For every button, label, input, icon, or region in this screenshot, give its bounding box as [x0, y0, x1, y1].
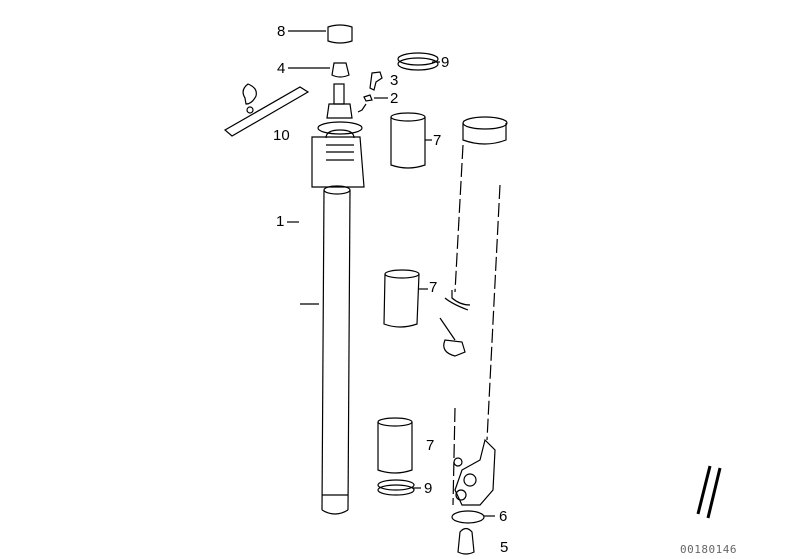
callout-3: 3: [390, 72, 399, 89]
callout-7: 7: [433, 132, 442, 149]
callout-6: 6: [499, 508, 508, 525]
callout-9: 9: [441, 54, 450, 71]
part-9-ring-top: [397, 52, 440, 71]
part-10-clip: [223, 83, 310, 137]
part-1-tube: [287, 185, 351, 515]
callout-9: 9: [424, 480, 433, 497]
part-3-bolt: [369, 71, 383, 91]
slider-mount: [439, 290, 471, 357]
callout-7: 7: [429, 279, 438, 296]
damper-rod-top: [311, 83, 365, 188]
part-7-bushing-3: [377, 417, 413, 474]
callout-2: 2: [390, 90, 399, 107]
image-code: 00180146: [680, 543, 737, 556]
part-7-bushing-1: [390, 112, 432, 169]
part-7-bushing-2: [383, 269, 428, 328]
callout-7: 7: [426, 437, 435, 454]
part-5-bolt: [457, 527, 475, 555]
part-8-cap: [288, 24, 353, 44]
callout-8: 8: [277, 23, 286, 40]
part-6-oring: [451, 510, 495, 524]
break-mark: [696, 465, 722, 519]
part-2-washer: [357, 94, 388, 113]
slider-bottom: [453, 438, 496, 506]
callout-10: 10: [273, 127, 290, 144]
callout-4: 4: [277, 60, 286, 77]
part-4-nut: [288, 62, 350, 78]
part-9-ring-bottom: [377, 479, 421, 496]
callout-1: 1: [276, 213, 285, 230]
outer-slider: [452, 116, 508, 506]
callout-5: 5: [500, 539, 509, 556]
